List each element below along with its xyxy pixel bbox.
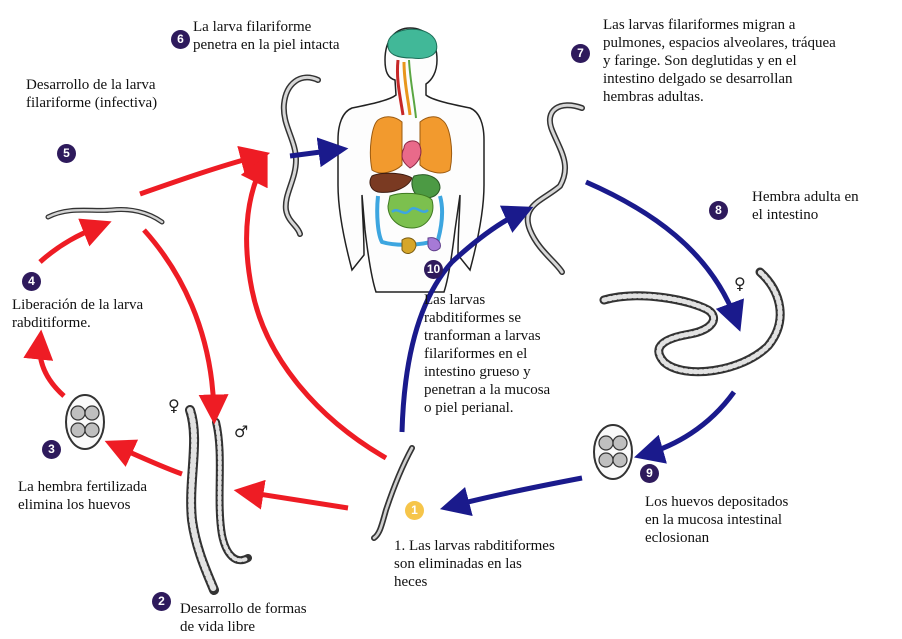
brain	[388, 29, 437, 58]
step-text-1: 1. Las larvas rabditiformes son eliminad…	[394, 537, 555, 591]
step-text-9: Los huevos depositados en la mucosa inte…	[645, 493, 788, 547]
step-badge-10: 10	[424, 260, 443, 279]
step-text-7: Las larvas filariformes migran a pulmone…	[603, 16, 836, 106]
step-badge-1: 1	[405, 501, 424, 520]
rhabditiform-larva-step1	[374, 448, 412, 538]
male-symbol-step2: ♂	[234, 422, 248, 441]
larva-step5	[48, 210, 162, 223]
lung-right	[420, 117, 452, 173]
step-text-10: Las larvas rabditiformes se tranforman a…	[424, 291, 550, 417]
step-badge-8: 8	[709, 201, 728, 220]
adult-female-worm-step8	[604, 272, 780, 372]
arrow-8-to-9	[646, 392, 734, 454]
step-badge-5: 5	[57, 144, 76, 163]
arrow-3-to-4	[40, 342, 64, 396]
step-badge-6: 6	[171, 30, 190, 49]
filariform-larva-step7	[528, 105, 582, 272]
step-text-4: Liberación de la larva rabditiforme.	[12, 296, 143, 332]
female-symbol-step2: ♀	[168, 396, 180, 415]
step-badge-2: 2	[152, 592, 171, 611]
arrow-5-to-2	[144, 230, 214, 412]
egg-step9	[594, 425, 632, 479]
step-badge-9: 9	[640, 464, 659, 483]
step-text-2: Desarrollo de formas de vida libre	[180, 600, 307, 636]
arrow-4-to-5	[40, 226, 100, 262]
step-text-5: Desarrollo de la larva filariforme (infe…	[26, 76, 157, 112]
step-badge-3: 3	[42, 440, 61, 459]
step-badge-7: 7	[571, 44, 590, 63]
step-text-8: Hembra adulta en el intestino	[752, 188, 859, 224]
egg-step3	[66, 395, 104, 449]
step-text-3: La hembra fertilizada elimina los huevos	[18, 478, 147, 514]
step-badge-4: 4	[22, 272, 41, 291]
arrow-5-to-6	[140, 156, 258, 194]
female-symbol-step8: ♀	[734, 274, 746, 293]
lung-left	[370, 117, 402, 173]
arrow-1-to-2	[246, 492, 348, 508]
step-text-6: La larva filariforme penetra en la piel …	[193, 18, 340, 54]
arrow-9-to-1	[452, 478, 582, 506]
rectum	[402, 238, 416, 253]
arrow-2-to-3	[116, 446, 182, 474]
